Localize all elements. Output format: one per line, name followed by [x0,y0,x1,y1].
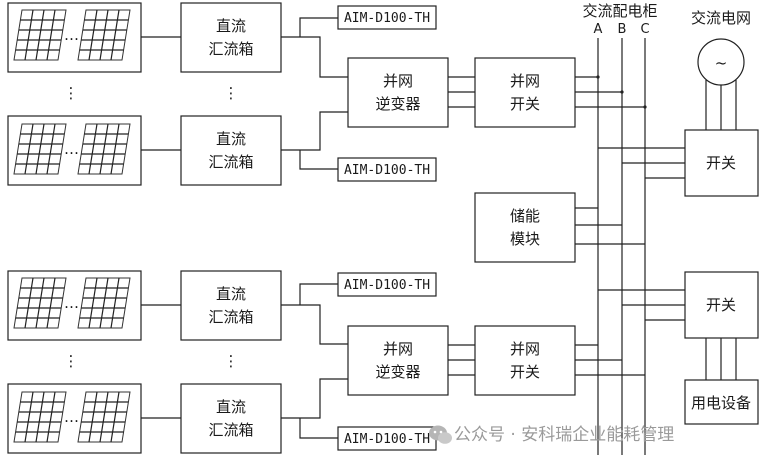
pv-panel-group-4: … [7,383,142,454]
grid-switch: 并网 开关 [474,57,576,128]
svg-text:开关: 开关 [706,154,736,172]
svg-text:开关: 开关 [510,95,540,113]
svg-text:直流: 直流 [216,130,246,148]
solar-panel-icon [77,9,131,61]
svg-text:汇流箱: 汇流箱 [208,153,253,171]
bus-a-label: A [594,22,603,37]
grid-switch: 并网 开关 [474,325,576,396]
ellipsis-h: … [64,140,79,158]
svg-text:并网: 并网 [510,340,540,358]
meter-aim-d100-th: AIM-D100-TH [337,426,437,451]
svg-text:并网: 并网 [383,340,413,358]
svg-text:开关: 开关 [706,296,736,314]
ac-grid-label: 交流电网 [691,9,751,27]
grid-inverter: 并网 逆变器 [347,57,449,128]
dc-combiner-box: 直流 汇流箱 [180,2,282,73]
watermark-text: 公众号 · 安科瑞企业能耗管理 [454,425,674,445]
svg-text:AIM-D100-TH: AIM-D100-TH [344,432,430,447]
ellipsis-h: … [64,294,79,312]
svg-text:汇流箱: 汇流箱 [208,421,253,439]
solar-panel-icon [13,9,67,61]
solar-panel-icon [13,391,67,443]
wechat-icon [429,425,452,444]
solar-panel-icon [77,391,131,443]
svg-text:逆变器: 逆变器 [375,95,420,113]
bus-b-label: B [618,22,627,37]
pv-panel-group-1: … [7,2,142,73]
ellipsis-v: ⋮ [64,352,79,370]
ellipsis-v: ⋮ [64,84,79,102]
solar-panel-icon [77,123,131,175]
svg-text:AIM-D100-TH: AIM-D100-TH [344,11,430,26]
svg-text:并网: 并网 [510,72,540,90]
ellipsis-v: ⋮ [224,84,239,102]
pv-panel-group-2: … [7,115,142,186]
grid-inverter: 并网 逆变器 [347,325,449,396]
svg-text:用电设备: 用电设备 [691,394,751,412]
solar-panel-icon [13,123,67,175]
svg-text:汇流箱: 汇流箱 [208,308,253,326]
load-equipment: 用电设备 [684,379,759,425]
svg-text:开关: 开关 [510,363,540,381]
dc-combiner-box: 直流 汇流箱 [180,115,282,186]
svg-text:模块: 模块 [510,230,540,248]
svg-text:AIM-D100-TH: AIM-D100-TH [344,278,430,293]
solar-panel-icon [77,277,131,329]
svg-text:并网: 并网 [383,72,413,90]
meter-aim-d100-th: AIM-D100-TH [337,5,437,30]
bus-bars [597,38,646,455]
svg-text:直流: 直流 [216,398,246,416]
meter-aim-d100-th: AIM-D100-TH [337,272,437,297]
ac-cabinet-label: 交流配电柜 [582,2,657,20]
pv-panel-group-3: … [7,270,142,341]
svg-text:AIM-D100-TH: AIM-D100-TH [344,163,430,178]
main-switch: 开关 [684,129,759,197]
bus-c-label: C [640,22,649,37]
ellipsis-h: … [64,26,79,44]
meter-aim-d100-th: AIM-D100-TH [337,157,437,182]
ellipsis-v: ⋮ [224,352,239,370]
svg-text:~: ~ [715,54,728,72]
storage-module: 储能 模块 [474,192,576,263]
solar-panel-icon [13,277,67,329]
svg-text:直流: 直流 [216,285,246,303]
ellipsis-h: … [64,408,79,426]
dc-combiner-box: 直流 汇流箱 [180,383,282,454]
load-switch: 开关 [684,271,759,339]
svg-text:储能: 储能 [510,207,540,225]
svg-text:逆变器: 逆变器 [375,363,420,381]
ac-grid-icon: ~ [697,38,745,86]
svg-text:汇流箱: 汇流箱 [208,40,253,58]
svg-text:直流: 直流 [216,17,246,35]
watermark: 公众号 · 安科瑞企业能耗管理 [429,425,674,445]
dc-combiner-box: 直流 汇流箱 [180,270,282,341]
